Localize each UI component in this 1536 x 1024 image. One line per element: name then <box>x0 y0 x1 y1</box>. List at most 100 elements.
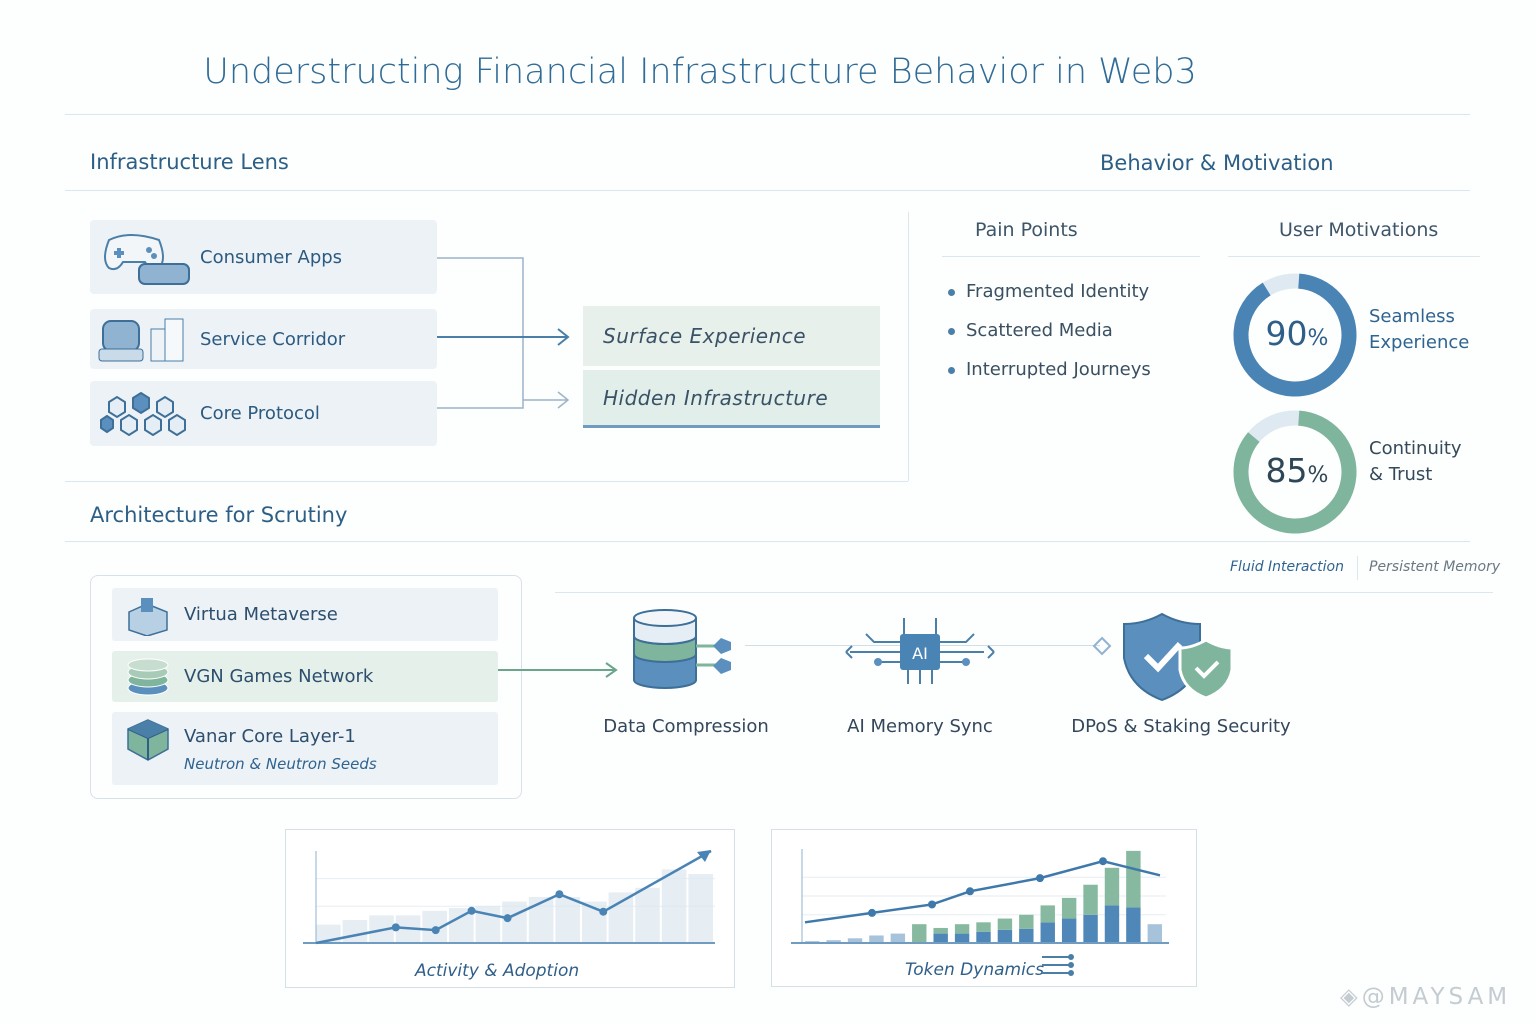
bar <box>688 874 713 943</box>
bar-green <box>954 924 970 934</box>
donut-value: 90% <box>1252 314 1342 353</box>
label-line: & Trust <box>1369 464 1433 485</box>
arch-arrow <box>498 662 618 678</box>
list-settings-icon <box>1042 954 1074 976</box>
bar-blue <box>826 940 841 943</box>
data-point <box>599 907 608 916</box>
robot-buildings-icon <box>90 315 200 363</box>
diamond-logo-icon: ◈ <box>1340 984 1362 1010</box>
percent-sign: % <box>1307 326 1329 351</box>
bar <box>342 920 368 943</box>
page-title: Understructing Financial Infrastructure … <box>203 52 1197 92</box>
feature-ai-memory-sync: AI Memory Sync <box>847 716 993 737</box>
tag-fluid-interaction: Fluid Interaction <box>1230 559 1344 575</box>
bar-green <box>1104 867 1120 906</box>
card-service-corridor[interactable]: Service Corridor <box>90 309 437 369</box>
item-label: VGN Games Network <box>184 666 374 687</box>
shield-security-icon <box>1092 612 1234 702</box>
card-consumer-apps[interactable]: Consumer Apps <box>90 220 437 294</box>
behavior-heading: Behavior & Motivation <box>1100 151 1334 175</box>
pain-point: Fragmented Identity <box>948 281 1149 302</box>
activity-chart <box>303 849 715 945</box>
bar <box>555 897 580 943</box>
bar-green <box>1040 905 1055 923</box>
card-label: Core Protocol <box>200 403 320 424</box>
bar-blue <box>869 935 884 943</box>
data-point <box>966 887 974 896</box>
label-line: Continuity <box>1369 438 1462 459</box>
feature-data-compression: Data Compression <box>603 716 769 737</box>
database-icon <box>633 609 731 689</box>
bar-green <box>976 922 991 932</box>
data-point <box>1099 857 1107 866</box>
arrowhead <box>697 850 712 862</box>
infrastructure-lens-heading: Infrastructure Lens <box>90 150 289 174</box>
bar-blue <box>1040 922 1055 943</box>
bar-green <box>912 924 927 943</box>
bar-blue <box>1019 928 1034 943</box>
pain-point: Scattered Media <box>948 320 1113 341</box>
layer-surface-experience: Surface Experience <box>583 306 880 366</box>
bar <box>528 897 554 943</box>
flow-connectors <box>437 257 570 409</box>
metaverse-cube-icon <box>112 594 184 636</box>
bar-blue <box>1104 905 1120 943</box>
bar <box>502 901 527 943</box>
label-line: Experience <box>1369 332 1470 353</box>
pain-point: Interrupted Journeys <box>948 359 1151 380</box>
data-point <box>868 908 876 917</box>
gamepad-vr-icon <box>90 228 200 286</box>
architecture-stack <box>90 575 522 799</box>
bar-green <box>1019 914 1034 929</box>
layer-hidden-infrastructure: Hidden Infrastructure <box>583 370 880 428</box>
user-motivations-heading: User Motivations <box>1279 219 1439 241</box>
bar-blue <box>1083 914 1098 943</box>
token-chart <box>791 849 1169 944</box>
item-sublabel: Neutron & Neutron Seeds <box>184 755 377 773</box>
bar <box>635 887 660 943</box>
bar <box>661 869 687 943</box>
bar <box>608 892 634 943</box>
series-line <box>315 849 712 945</box>
bar-blue <box>997 929 1013 943</box>
watermark-text: @MAYSAM <box>1361 984 1512 1010</box>
percent-number: 90 <box>1265 314 1308 353</box>
stacked-coins-icon <box>112 656 184 698</box>
bar-blue <box>954 933 970 943</box>
token-chart-box <box>771 829 1197 987</box>
chart-title: Token Dynamics <box>905 960 1044 980</box>
donut-continuity <box>1233 410 1357 534</box>
bar-blue <box>1061 918 1077 943</box>
feature-dpos-staking: DPoS & Staking Security <box>1071 716 1291 737</box>
bar-blue <box>890 933 906 943</box>
card-label: Consumer Apps <box>200 246 343 268</box>
donut-seamless <box>1233 273 1357 397</box>
arch-virtua-metaverse[interactable]: Virtua Metaverse <box>112 588 498 641</box>
data-point <box>1036 874 1044 883</box>
core-cube-icon <box>112 718 184 762</box>
architecture-heading: Architecture for Scrutiny <box>90 503 348 527</box>
item-label: Vanar Core Layer-1 <box>184 726 356 747</box>
motivation-donuts <box>1233 273 1357 534</box>
bar-green <box>1126 850 1141 908</box>
ai-chip-icon: AI <box>845 618 995 684</box>
percent-number: 85 <box>1265 451 1308 490</box>
bar-green <box>933 927 948 934</box>
data-point <box>431 926 440 935</box>
tag-persistent-memory: Persistent Memory <box>1369 559 1501 575</box>
data-point <box>391 923 400 932</box>
bar-blue <box>1126 907 1141 943</box>
arch-vgn-games-network[interactable]: VGN Games Network <box>112 651 498 702</box>
data-point <box>503 914 512 923</box>
pain-points-heading: Pain Points <box>975 219 1078 241</box>
bar-blue <box>933 933 948 943</box>
bar-green <box>1083 884 1098 915</box>
data-point <box>555 890 564 899</box>
bar-green <box>997 918 1013 930</box>
card-label: Service Corridor <box>200 328 346 350</box>
watermark: ◈@MAYSAM <box>1340 984 1511 1010</box>
chart-title: Activity & Adoption <box>415 961 580 981</box>
card-core-protocol[interactable]: Core Protocol <box>90 381 437 446</box>
